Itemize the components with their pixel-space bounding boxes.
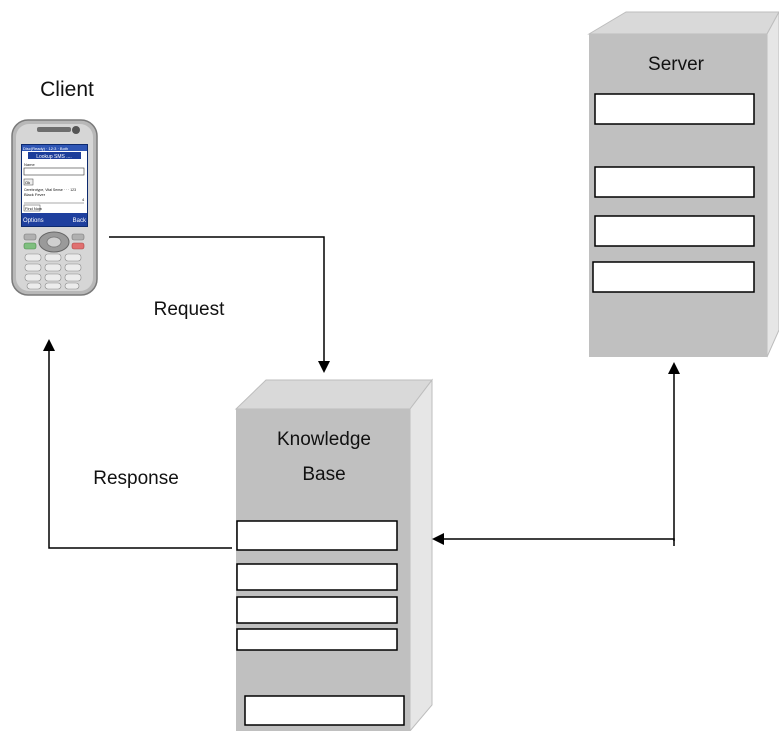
svg-text:Find Now: Find Now	[25, 206, 42, 211]
server-slot	[594, 215, 755, 247]
kb-slot	[244, 695, 405, 726]
svg-text:Black Fever: Black Fever	[24, 192, 46, 197]
kb-slot	[236, 596, 398, 624]
svg-text:Lookup SMS ....: Lookup SMS ....	[36, 154, 72, 160]
svg-text:Disc(Ready) · 12:3 · Both: Disc(Ready) · 12:3 · Both	[23, 146, 68, 151]
client-label: Client	[40, 78, 94, 101]
svg-text:Back: Back	[73, 218, 87, 224]
kb-box-side	[409, 378, 433, 731]
knowledge-base-box: Knowledge Base	[234, 378, 434, 731]
server-box-side	[766, 11, 779, 358]
svg-text:Cerebrotype, Vital Sense · · ·: Cerebrotype, Vital Sense · · · 123	[24, 188, 76, 192]
kb-box-top	[234, 379, 434, 410]
kb-slot	[236, 563, 398, 591]
response-arrow	[43, 339, 232, 549]
server-label: Server	[648, 54, 705, 75]
kb-label-line2: Base	[302, 464, 345, 485]
server-to-kb-arrow	[432, 533, 675, 546]
response-label: Response	[93, 468, 179, 489]
kb-slot	[236, 628, 398, 651]
request-label: Request	[154, 299, 225, 320]
server-slot	[594, 93, 755, 125]
svg-text:4: 4	[82, 197, 85, 202]
kb-slot	[236, 520, 398, 551]
kb-label-line1: Knowledge	[277, 429, 371, 450]
server-box-top	[587, 11, 779, 35]
server-box: Server	[587, 11, 779, 358]
server-slot	[594, 166, 755, 198]
phone-icon: Disc(Ready) · 12:3 · Both Lookup SMS ...…	[11, 119, 98, 296]
request-arrow	[109, 236, 330, 373]
svg-text:Options: Options	[23, 218, 44, 224]
server-slot	[592, 261, 755, 293]
svg-text:Name: Name	[24, 162, 35, 167]
svg-text:Ok: Ok	[25, 180, 30, 185]
